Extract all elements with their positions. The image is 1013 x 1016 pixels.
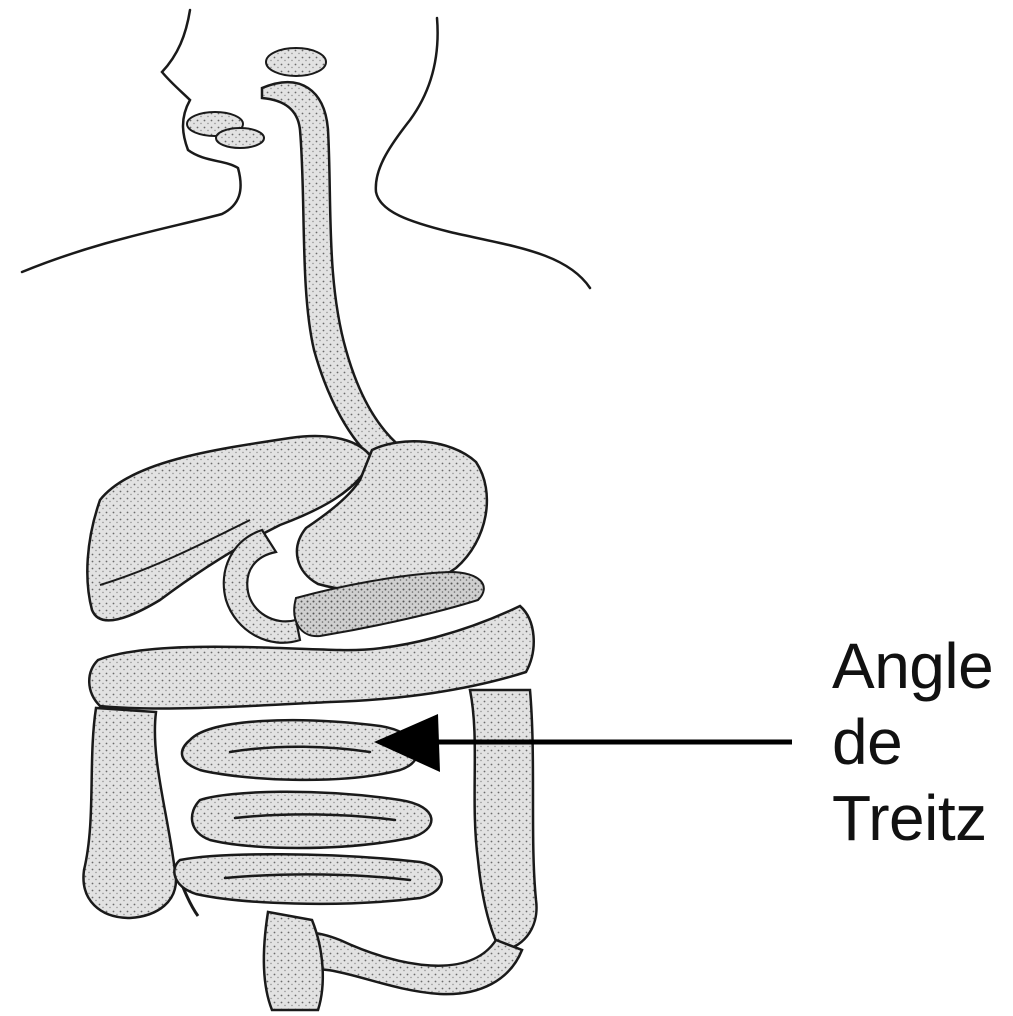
parotid-gland — [266, 48, 326, 76]
neck-right — [376, 18, 590, 288]
label-treitz: Treitz — [832, 786, 987, 850]
ascending-colon — [83, 708, 176, 918]
face-profile — [22, 10, 241, 272]
label-angle: Angle — [832, 634, 993, 698]
label-de: de — [832, 710, 902, 774]
duodenum — [224, 530, 300, 643]
rectum — [264, 912, 323, 1010]
submandibular-gland — [216, 128, 264, 148]
esophagus — [262, 82, 402, 462]
descending-colon — [470, 690, 537, 950]
